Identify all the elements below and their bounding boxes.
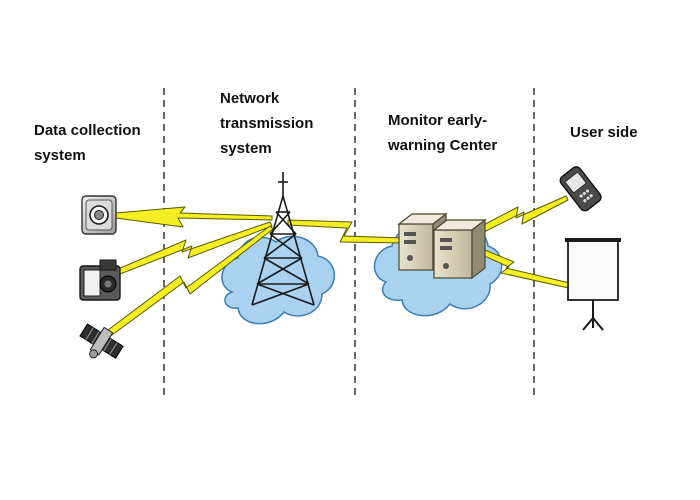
- section-dividers: [163, 88, 535, 398]
- lightning-bolt-link: [469, 195, 569, 239]
- transmission-tower-icon: [251, 172, 315, 306]
- user-side-label: User side: [570, 124, 638, 141]
- monitor-center-label: Monitor early- warning Center: [388, 112, 498, 154]
- video-camera-icon: [79, 259, 121, 301]
- wireless-links: [103, 195, 575, 339]
- network-transmission-label: Network transmission system: [220, 90, 314, 157]
- camera-icon: [81, 195, 117, 235]
- satellite-icon: [79, 323, 124, 359]
- lightning-bolt-link: [115, 206, 273, 228]
- lightning-bolt-link: [117, 221, 273, 275]
- projection-screen-icon: [565, 238, 621, 331]
- mobile-phone-icon: [559, 166, 602, 212]
- server-icon: [397, 212, 487, 280]
- data-collection-label: Data collection system: [34, 122, 141, 164]
